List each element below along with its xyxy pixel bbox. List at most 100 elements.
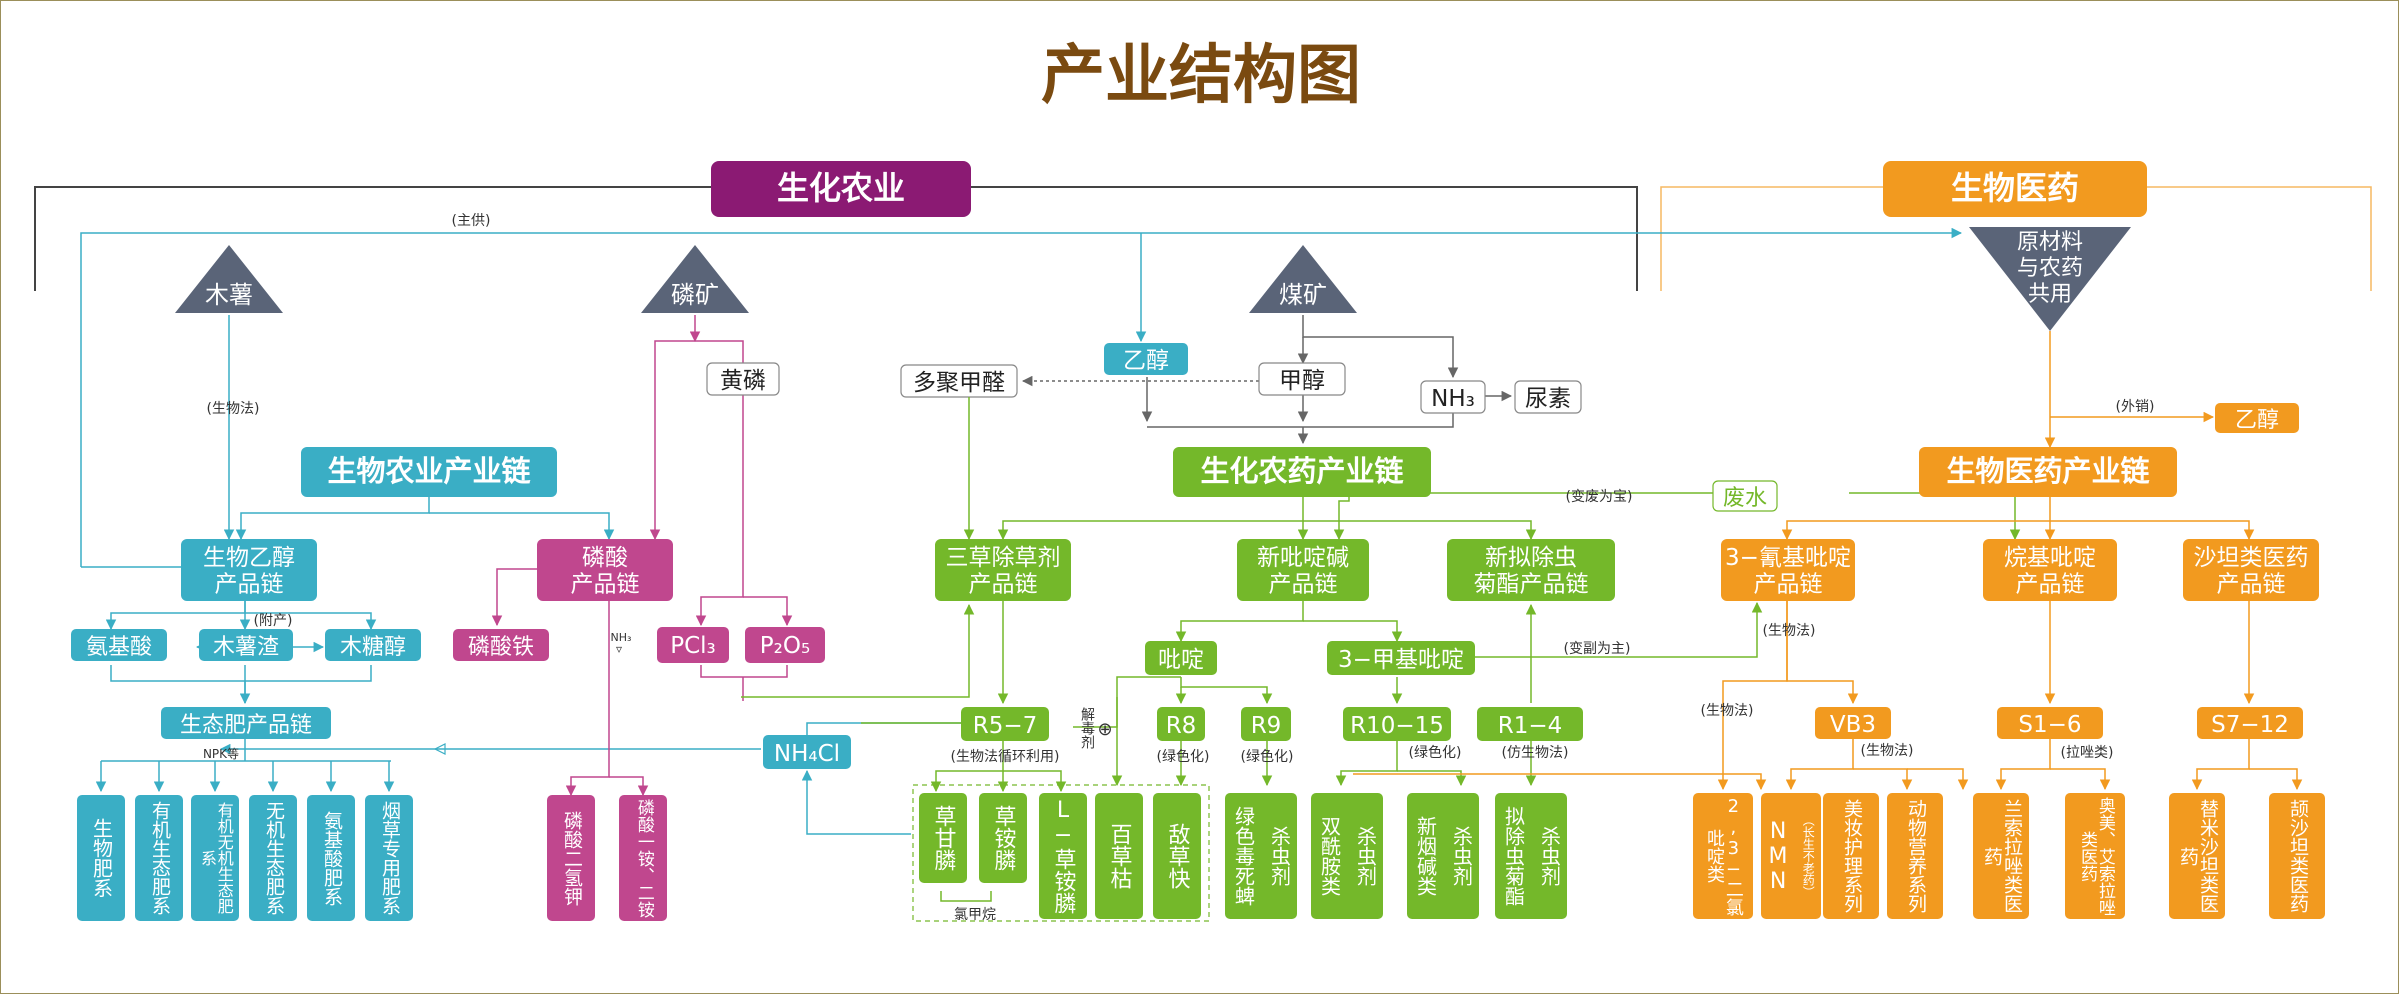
r8-product-2 <box>1153 793 1201 919</box>
herbicide-chain-box <box>935 539 1071 601</box>
page-title: 产业结构图 <box>1041 39 1361 113</box>
product-label: 杀虫剂 <box>1267 826 1292 886</box>
eco-fert-chain-label: 生态肥产品链 <box>180 713 312 738</box>
r1-4-box <box>1477 707 1583 741</box>
pharma-raw-line-1: 原材料 <box>2017 230 2083 255</box>
r1-4-label: R1−4 <box>1498 713 1563 739</box>
methylpyridine-box <box>1327 641 1475 675</box>
label-line: 3−氰基吡啶 <box>1725 545 1851 571</box>
npk-label: NPK等 <box>203 747 239 761</box>
alkylpyridine-chain-box <box>1983 539 2117 601</box>
agri-fert-products <box>77 795 413 921</box>
pesticide-lines <box>741 397 2021 902</box>
sartan-product-1 <box>2169 793 2225 919</box>
label-line: 产品链 <box>1754 571 1823 597</box>
product-label: 兰索拉唑类医药 <box>1981 799 2023 913</box>
label-line: 菊酯产品链 <box>1474 571 1589 597</box>
cassava-lines <box>95 315 961 835</box>
xylitol-box <box>325 629 421 661</box>
product-label: 替米沙坦类医药 <box>2177 799 2219 913</box>
label-line: 产品链 <box>215 571 284 597</box>
phosphate-lines <box>491 315 793 797</box>
product-label: 草铵膦 <box>990 805 1016 871</box>
product-label: NMN <box>1765 818 1791 894</box>
product-label: 拟除虫菊酯 <box>1501 806 1526 906</box>
pharma-products <box>1693 793 2325 919</box>
green-r10-label: (绿色化) <box>1409 744 1462 761</box>
product-label: 氨基酸肥系 <box>320 810 343 906</box>
label-line: 产品链 <box>1269 571 1338 597</box>
phosphate-products <box>547 795 667 921</box>
wastewater-box <box>1712 480 1778 512</box>
label-line: 产品链 <box>2217 571 2286 597</box>
sartan-chain-label: 沙坦类医药产品链 <box>2194 545 2309 597</box>
main-supply-label: (主供) <box>452 213 491 229</box>
alkyl-product-2 <box>2065 793 2125 919</box>
product-label: 磷酸二氢钾 <box>560 810 583 906</box>
fert-product-1 <box>77 795 125 921</box>
product-label: 百草枯 <box>1106 823 1132 889</box>
agri-section-box <box>711 161 971 217</box>
pharma-lines <box>1717 331 2303 791</box>
pcl3-label: PCl₃ <box>670 633 716 659</box>
cyano-product-2 <box>1761 793 1821 919</box>
nh3-box <box>1420 380 1486 414</box>
green-orange-lines <box>1353 773 1767 791</box>
cyano-product-4 <box>1887 793 1943 919</box>
polyformaldehyde-box <box>900 364 1018 398</box>
product-label: 生物肥系 <box>89 818 114 898</box>
r8-product-1 <box>1095 793 1143 919</box>
amino-acid-label: 氨基酸 <box>86 635 152 660</box>
pyridine-base-chain-label: 新吡啶碱产品链 <box>1257 545 1349 597</box>
detox-label: 解毒剂 <box>1079 707 1095 749</box>
alkyl-product-1 <box>1973 793 2029 919</box>
nh3-label: NH₃ <box>1431 386 1475 412</box>
bio-cycle-label: (生物法循环利用) <box>951 749 1060 765</box>
yellow-p-box <box>706 362 780 396</box>
chloromethane-label: 氯甲烷 <box>954 907 996 923</box>
pharma-section-box <box>1883 161 2147 217</box>
phosphate-product-2 <box>619 795 667 921</box>
cassava-residue-box <box>199 629 293 661</box>
pyrethroid-chain-box <box>1447 539 1615 601</box>
urea-label: 尿素 <box>1525 386 1571 412</box>
label-line: 磷酸 <box>582 545 628 571</box>
phosphoric-chain-box <box>537 539 673 601</box>
r9-box <box>1241 707 1291 741</box>
product-label: 动物营养系列 <box>1904 799 1927 913</box>
product-label: 草甘膦 <box>930 805 956 871</box>
bio-pharma-chain-label: 生物医药产业链 <box>1946 454 2149 488</box>
coal-lines <box>1021 315 1513 445</box>
label-line: 沙坦类医药 <box>2194 545 2309 571</box>
nh3-small-arrow: ▿ <box>616 642 622 656</box>
pharma-raw-line-3: 共用 <box>2028 282 2072 307</box>
herbicide-product-2 <box>979 793 1027 883</box>
r10-15-box <box>1343 707 1451 741</box>
urea-box <box>1514 380 1582 414</box>
agri-section-label: 生化农业 <box>777 169 905 207</box>
product-label: （长生不老药） <box>1801 814 1816 898</box>
s1-6-box <box>1997 707 2103 739</box>
bio-ethanol-chain-box <box>181 539 317 601</box>
methanol-label: 甲醇 <box>1279 368 1325 394</box>
r9-product-box <box>1225 793 1297 919</box>
label-line: 生物乙醇 <box>203 545 295 571</box>
product-label: 磷酸一铵、二铵 <box>633 798 654 918</box>
herbicide-chain-label: 三草除草剂产品链 <box>946 545 1061 597</box>
product-label: 有机无机生态肥系 <box>198 802 234 914</box>
herbicide-product-1 <box>919 793 967 883</box>
methanol-box <box>1258 362 1346 396</box>
bio-ethanol-chain-label: 生物乙醇产品链 <box>203 545 295 597</box>
bio-method-label-3: (生物法) <box>1701 703 1754 719</box>
p2o5-label: P₂O₅ <box>760 633 810 659</box>
label-line: 新拟除虫 <box>1485 545 1577 571</box>
wastewater-label: 废水 <box>1723 486 1767 511</box>
main-supply-lines <box>80 227 1963 568</box>
product-label: 敌草快 <box>1164 823 1190 889</box>
sartan-chain-box <box>2183 539 2319 601</box>
green-r8-label: (绿色化) <box>1157 748 1210 765</box>
product-label: 杀虫剂 <box>1449 826 1474 886</box>
coal-triangle <box>1249 245 1357 313</box>
product-label: 杀虫剂 <box>1353 826 1378 886</box>
